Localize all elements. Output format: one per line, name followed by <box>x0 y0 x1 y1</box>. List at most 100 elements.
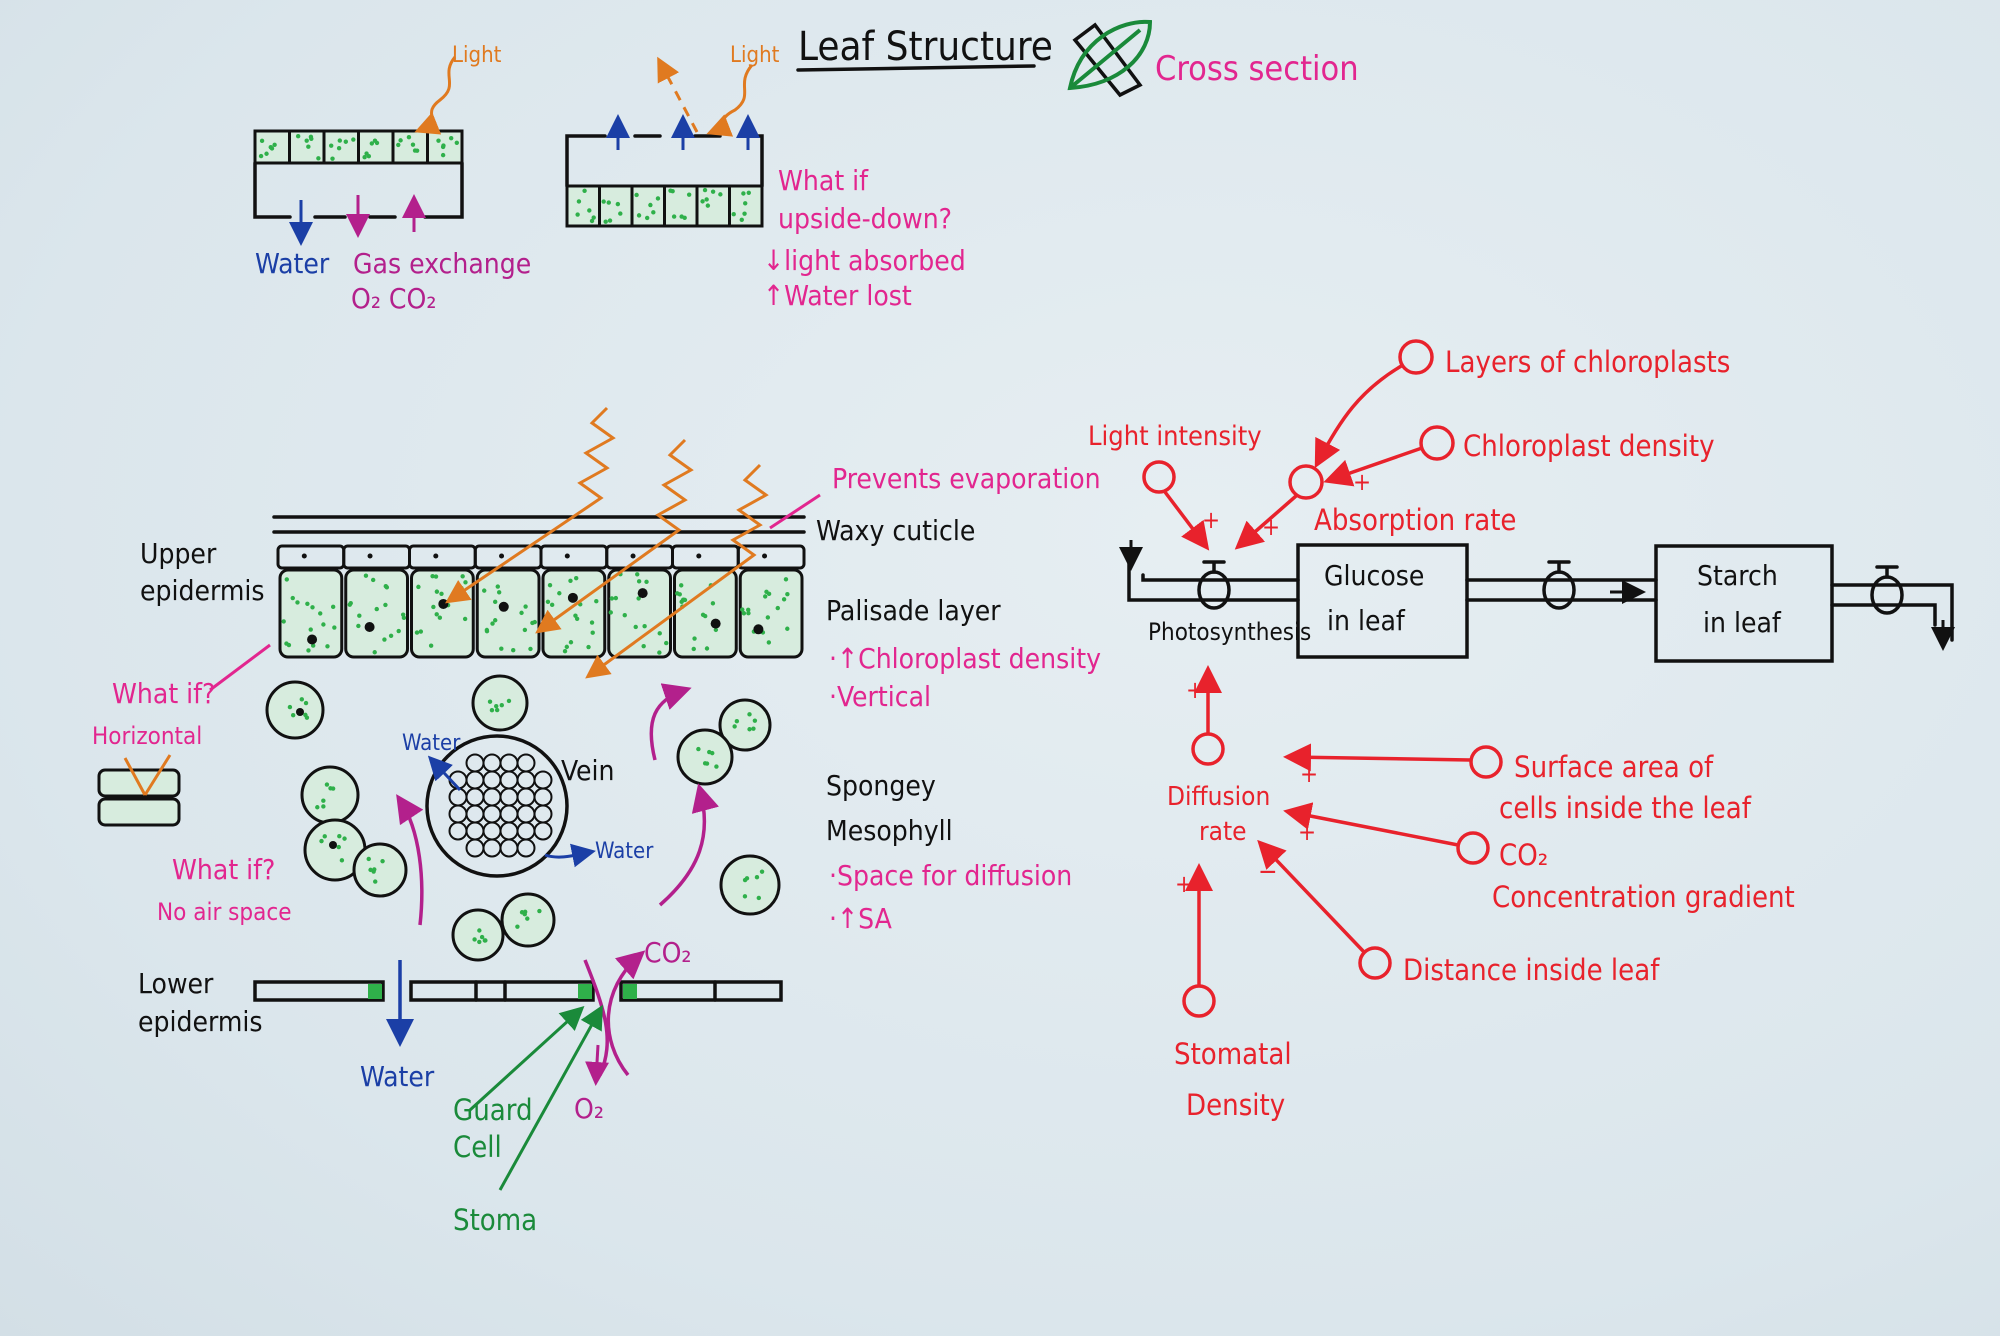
lower-cells-row <box>565 184 764 228</box>
chloroplast <box>366 154 372 159</box>
chloroplast <box>494 703 499 709</box>
chloroplast <box>754 874 760 880</box>
chloroplast <box>368 867 373 873</box>
palisade-cell <box>344 568 409 659</box>
co2-label: CO₂ <box>644 936 692 969</box>
chloroplast <box>742 211 747 216</box>
nucleus <box>564 553 570 559</box>
no-air-space-label: No air space <box>157 898 292 926</box>
chloroplast <box>396 628 401 634</box>
chloroplast <box>351 137 356 142</box>
chloroplast <box>743 201 748 206</box>
chloroplast <box>648 202 653 208</box>
stomatal-density-label: Stomatal <box>1174 1037 1292 1071</box>
chloroplast <box>287 704 293 710</box>
chloroplast <box>303 712 308 718</box>
nucleus <box>753 624 764 635</box>
chloroplast <box>322 834 327 839</box>
chloroplast <box>741 191 746 196</box>
chloroplast <box>519 610 524 616</box>
chloroplast <box>356 623 361 629</box>
chloroplast <box>321 622 326 627</box>
chloroplast <box>587 208 592 213</box>
polarity-plus: + <box>1262 513 1280 541</box>
chloroplast <box>564 644 570 650</box>
cell <box>728 184 764 228</box>
gases-label: O₂ CO₂ <box>351 282 436 315</box>
epidermis-cell <box>736 544 806 570</box>
chloroplast <box>609 596 615 601</box>
chloroplast <box>258 153 264 159</box>
upper-epidermis-label: Upper <box>140 537 217 570</box>
glucose-label: Glucose <box>1324 559 1424 592</box>
chloroplast <box>747 727 752 732</box>
chloroplast <box>295 600 300 605</box>
chloroplast <box>731 212 736 217</box>
nucleus <box>364 621 375 632</box>
nucleus <box>367 553 373 559</box>
vein <box>425 734 569 878</box>
chloroplast <box>418 629 424 634</box>
vein-cell <box>482 787 502 807</box>
chloroplast <box>537 908 542 914</box>
vein-cell <box>465 821 485 841</box>
guard-cell <box>578 984 592 999</box>
guard-cell-label: Cell <box>453 1130 502 1164</box>
chloroplast <box>398 138 403 143</box>
vein-cell <box>499 804 519 824</box>
diffusion-rate-label: rate <box>1199 817 1247 847</box>
chloroplast <box>306 648 311 653</box>
spongy-cell <box>718 698 772 752</box>
page-title: Leaf Structure <box>798 24 1053 70</box>
chloroplast <box>477 928 482 933</box>
chloroplast <box>290 595 295 601</box>
chloroplast <box>310 605 315 610</box>
chloroplast <box>785 626 790 631</box>
polarity-plus: + <box>1300 760 1318 788</box>
chloroplast <box>462 616 468 622</box>
chloroplast <box>591 215 596 220</box>
vein-cell <box>516 770 536 790</box>
chloroplast <box>319 838 324 844</box>
chloroplast <box>440 152 446 158</box>
horizontal-label: Horizontal <box>92 722 202 750</box>
cross-section-label: Cross section <box>1155 49 1359 89</box>
vein-cell <box>482 770 502 790</box>
chloroplast <box>362 155 367 160</box>
chloroplast <box>576 199 582 204</box>
chloroplast <box>332 625 337 630</box>
chloroplast <box>506 698 512 704</box>
chloroplast <box>484 627 490 633</box>
chloroplast <box>460 574 465 579</box>
vein-cell <box>516 787 536 807</box>
chloroplast <box>574 575 579 581</box>
chloroplast <box>742 894 748 899</box>
chloroplast <box>336 146 342 151</box>
chloroplast <box>740 607 745 612</box>
chloroplast <box>384 585 390 590</box>
cell <box>426 129 464 165</box>
chloroplast <box>400 612 406 617</box>
outflow-valve <box>1870 565 1904 615</box>
chloroplast <box>710 189 716 194</box>
chloroplast <box>589 620 595 625</box>
spongy-cell <box>676 728 734 786</box>
spongy-cell <box>471 674 529 732</box>
chloroplast <box>463 580 468 585</box>
chloroplast <box>308 627 313 632</box>
leaf-cross-section: Upper epidermis Prevents evaporation Wax… <box>92 406 1101 1237</box>
chloroplast <box>259 138 265 144</box>
light-ray-arrow <box>535 438 694 634</box>
light-label: Light <box>452 43 502 68</box>
chloroplast <box>644 215 650 221</box>
palisade-cell <box>278 568 344 659</box>
nucleus <box>696 553 702 559</box>
light-absorbed-label: ↓light absorbed <box>763 244 966 277</box>
chloroplast <box>382 637 387 642</box>
chloroplast <box>339 858 345 863</box>
epidermis-cell <box>539 544 609 570</box>
palisade-cell <box>607 568 672 659</box>
chloroplast <box>492 599 498 605</box>
chloroplast <box>679 583 684 588</box>
nucleus <box>762 553 768 559</box>
